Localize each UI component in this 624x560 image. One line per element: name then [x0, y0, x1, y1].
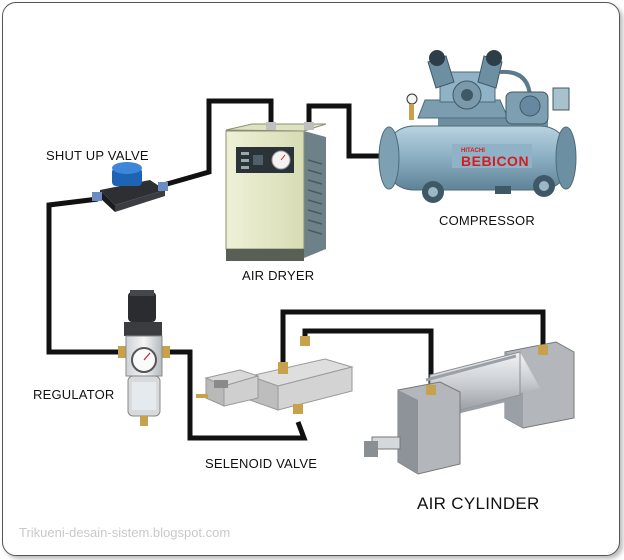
hose-valve-to-regulator	[46, 196, 122, 355]
label-air-cylinder: AIR CYLINDER	[417, 494, 540, 513]
label-air-dryer: AIR DRYER	[242, 268, 315, 283]
air-dryer	[225, 122, 327, 261]
hose-solenoid-to-cylinder-rear	[280, 309, 546, 366]
hose-solenoid-to-cylinder-front	[302, 328, 434, 386]
label-selenoid-valve: SELENOID VALVE	[205, 456, 318, 471]
watermark: Trikueni-desain-sistem.blogspot.com	[19, 525, 231, 540]
air-hoses	[46, 98, 546, 441]
air-cylinder	[364, 341, 575, 475]
label-regulator: REGULATOR	[33, 387, 115, 402]
label-compressor: COMPRESSOR	[439, 213, 535, 228]
regulator	[118, 290, 170, 426]
hose-dryer-to-valve	[159, 98, 274, 189]
selenoid-valve	[196, 336, 354, 414]
hose-regulator-to-solenoid	[166, 349, 308, 441]
compressor: HITACHI BEBICON	[378, 50, 577, 203]
label-shut-up-valve: SHUT UP VALVE	[46, 148, 149, 163]
compressor-brand-text: BEBICON	[461, 153, 529, 169]
shut-up-valve	[92, 162, 168, 212]
compressor-maker-text: HITACHI	[461, 148, 485, 154]
hose-compressor-to-dryer	[306, 103, 381, 159]
